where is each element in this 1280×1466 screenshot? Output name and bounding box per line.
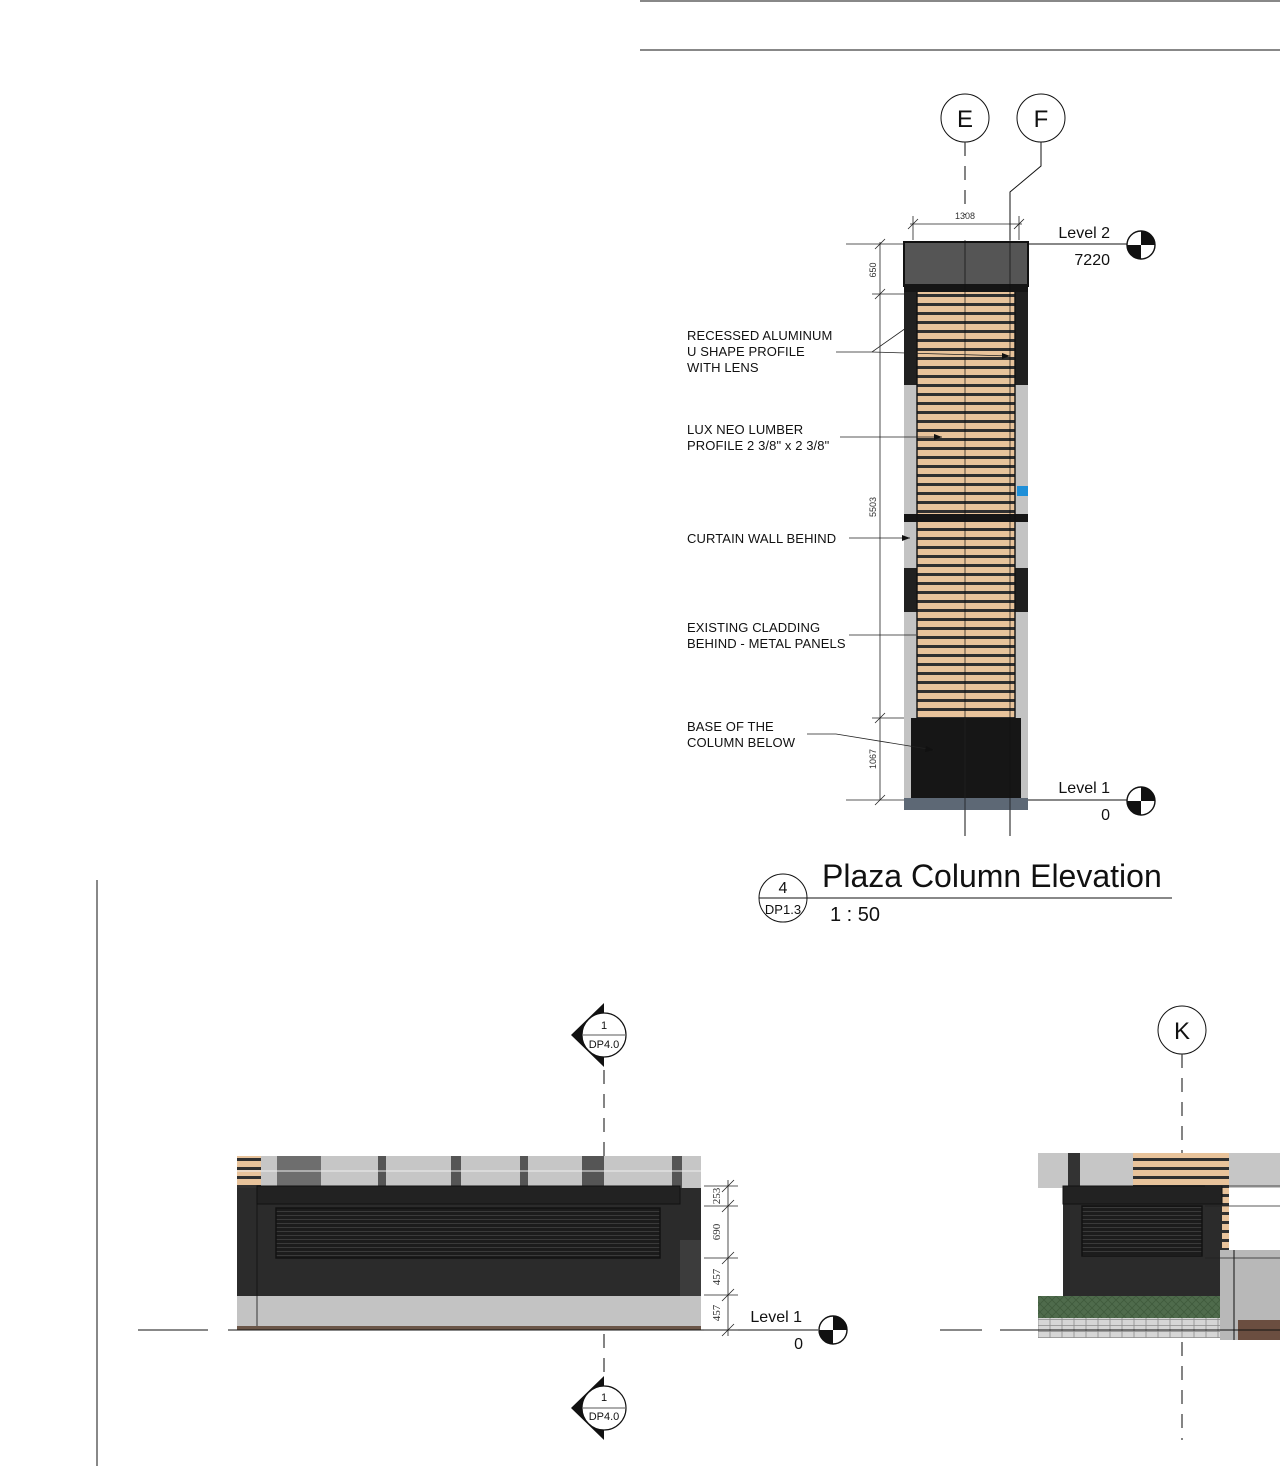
level-bottom-elevation: 0 [1101,807,1110,824]
dimension-label-690: 690 [711,1223,723,1240]
note-line: PROFILE 2 3/8" x 2 3/8" [687,438,830,453]
section-sheet-ref: DP4.0 [589,1411,620,1423]
level-top-name: Level 2 [1058,225,1110,242]
view-title: 4 DP1.3 Plaza Column Elevation 1 : 50 [758,858,1172,926]
grid-head-f: F [1009,93,1066,240]
dimension-label-253: 253 [711,1187,723,1204]
note-line: BASE OF THE [687,719,774,734]
level-marker-bottom: Level 1 0 [1028,780,1156,824]
louver-panel [275,1207,661,1259]
lumber-slats-lower [917,522,1015,718]
grid-label-f: F [1034,106,1049,133]
level-marker-bench: Level 1 0 [750,1309,848,1353]
view-title-text: Plaza Column Elevation [822,858,1162,894]
column-body [903,240,1029,836]
section-sheet-ref: DP4.0 [589,1039,620,1051]
grid-head-e: E [940,93,990,215]
level-bottom-name: Level 1 [1058,780,1110,797]
note-line: COLUMN BELOW [687,735,796,750]
grid-head-k: K [1157,1005,1207,1055]
section-marker-bottom: 1 DP4.0 [571,1376,627,1440]
note-lux-neo-lumber: LUX NEO LUMBER PROFILE 2 3/8" x 2 3/8" [687,422,942,453]
note-existing-cladding: EXISTING CLADDING BEHIND - METAL PANELS [687,620,916,651]
dimension-width: 1308 [907,211,1025,240]
note-curtain-wall: CURTAIN WALL BEHIND [687,531,910,546]
view-scale: 1 : 50 [830,904,880,926]
note-base-of-column: BASE OF THE COLUMN BELOW [687,719,935,752]
dimension-label-1067: 1067 [868,749,878,769]
note-line: RECESSED ALUMINUM [687,328,832,343]
dimension-label-5503: 5503 [868,497,878,517]
lower-right-elevation: K [940,1005,1280,1440]
dimension-vertical-column: 650 5503 1067 [846,238,904,806]
grid-label-e: E [957,106,973,133]
note-line: EXISTING CLADDING [687,620,820,635]
louver-panel [1081,1205,1203,1257]
dimension-vertical-bench: 253 690 457 457 [704,1179,738,1337]
level-datum-symbol [1126,786,1156,816]
curtain-wall-glazing-mark [1017,486,1028,496]
note-line: BEHIND - METAL PANELS [687,636,846,651]
view-number: 4 [779,880,788,897]
planting-strip [1038,1296,1220,1318]
dimension-label-650: 650 [868,262,878,277]
dimension-label-457-lower: 457 [711,1304,723,1321]
sheet-border [96,0,1280,1466]
plaza-column-elevation: E F 1308 [687,93,1172,926]
section-number: 1 [601,1392,607,1404]
level-name: Level 1 [750,1309,802,1326]
level-marker-top: Level 2 7220 [1028,225,1156,269]
note-line: WITH LENS [687,360,759,375]
lower-left-elevation: 1 DP4.0 1 DP4.0 [138,1003,848,1440]
note-line: CURTAIN WALL BEHIND [687,531,836,546]
dimension-label-457-upper: 457 [711,1268,723,1285]
lumber-slats-upper [917,292,1015,514]
section-number: 1 [601,1020,607,1032]
level-elevation: 0 [794,1336,803,1353]
dimension-width-label: 1308 [955,211,975,221]
level-top-elevation: 7220 [1074,252,1110,269]
view-sheet-ref: DP1.3 [765,902,801,917]
note-recessed-aluminum: RECESSED ALUMINUM U SHAPE PROFILE WITH L… [687,327,1011,375]
level-datum-symbol [1126,230,1156,260]
section-marker-top: 1 DP4.0 [571,1003,627,1067]
level-datum-symbol [818,1315,848,1345]
grid-label-k: K [1174,1018,1190,1045]
note-line: LUX NEO LUMBER [687,422,803,437]
note-line: U SHAPE PROFILE [687,344,805,359]
